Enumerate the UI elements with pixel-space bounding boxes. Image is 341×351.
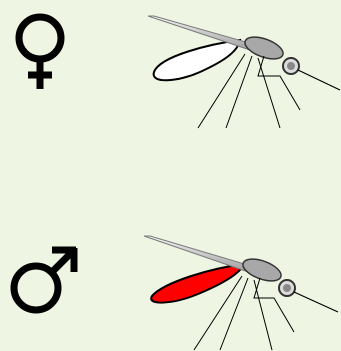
male-symbol-icon — [8, 238, 83, 318]
male-proboscis — [144, 236, 258, 274]
female-symbol-icon — [10, 8, 70, 93]
male-wing — [151, 264, 244, 303]
female-thorax — [242, 33, 286, 64]
female-mosquito — [140, 8, 340, 138]
male-mosquito — [140, 228, 340, 351]
female-wing — [154, 40, 240, 80]
